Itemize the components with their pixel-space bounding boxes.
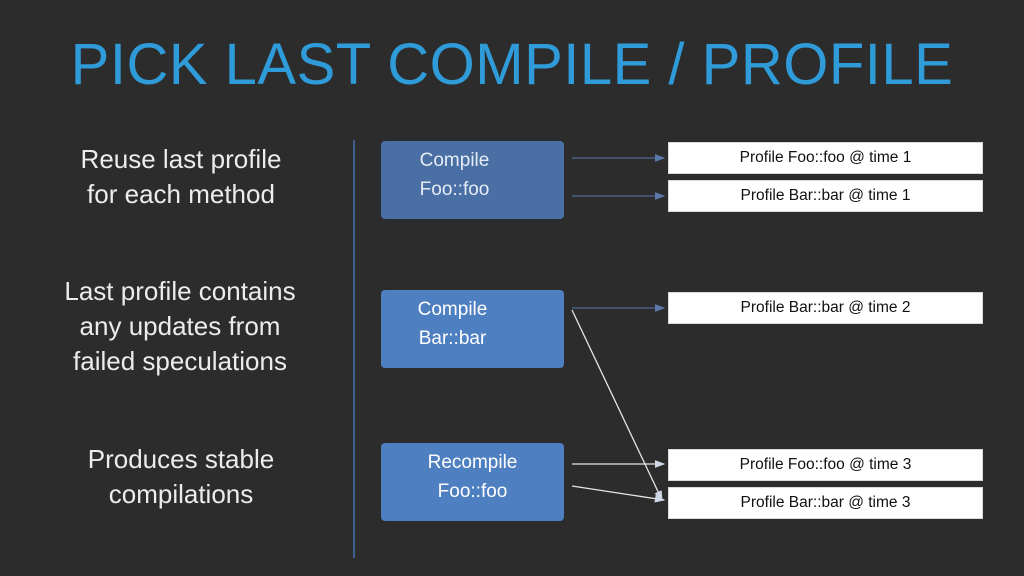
profile-bar-time1: Profile Bar::bar @ time 1 (668, 180, 983, 212)
profile-foo-time1: Profile Foo::foo @ time 1 (668, 142, 983, 174)
profile-bar-time2: Profile Bar::bar @ time 2 (668, 292, 983, 324)
arrow-bar-to-profile5 (571, 309, 663, 502)
profile-bar-time3: Profile Bar::bar @ time 3 (668, 487, 983, 519)
profile-foo-time3: Profile Foo::foo @ time 3 (668, 449, 983, 481)
bullet-reuse-profile: Reuse last profile for each method (80, 144, 282, 209)
slide-title: PICK LAST COMPILE / PROFILE (70, 32, 954, 97)
compile-foo-box: Compile Foo::foo (381, 141, 564, 219)
arrow-recompile-to-profile5 (571, 485, 666, 503)
compile-foo-label: Compile Foo::foo (419, 150, 490, 200)
compile-bar-box: Compile Bar::bar (381, 290, 564, 368)
recompile-foo-box: Recompile Foo::foo (381, 443, 564, 521)
compile-bar-label: Compile Bar::bar (417, 299, 488, 349)
bullet-last-profile: Last profile contains any updates from f… (64, 276, 296, 376)
bullet-stable-compilations: Produces stable compilations (87, 444, 275, 509)
vertical-divider (353, 140, 355, 558)
recompile-foo-label: Recompile Foo::foo (427, 452, 518, 502)
